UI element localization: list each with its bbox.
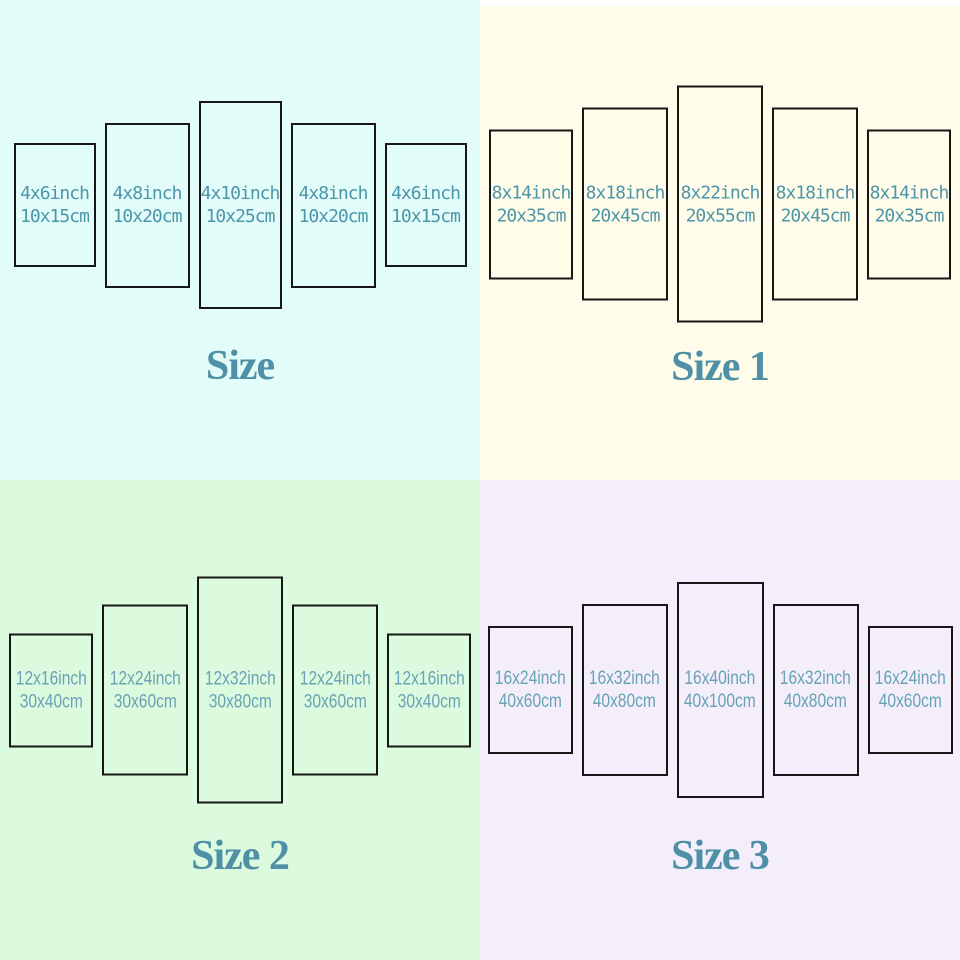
panel-cm-text: 40x80cm <box>592 691 657 712</box>
panel-cm-text: 30x60cm <box>113 691 177 712</box>
panel-inch-text: 8x14inch <box>869 182 950 203</box>
panel-size-label: 12x24inch 30x60cm <box>299 667 370 713</box>
canvas-panel: 8x14inch 20x35cm <box>489 129 573 279</box>
panel-inch-text: 4x6inch <box>20 183 90 204</box>
quadrant-size: 4x6inch 10x15cm 4x8inch 10x20cm 4x10inch… <box>0 0 480 480</box>
panel-size-label: 12x24inch 30x60cm <box>109 667 180 713</box>
canvas-panel: 16x32inch 40x80cm <box>581 604 668 776</box>
panel-inch-text: 16x32inch <box>779 668 852 689</box>
panel-cm-text: 20x45cm <box>590 205 661 226</box>
panel-row: 16x24inch 40x60cm 16x32inch 40x80cm 16x4… <box>480 582 960 798</box>
panel-size-label: 8x18inch 20x45cm <box>585 181 666 227</box>
quadrant-size-3: 16x24inch 40x60cm 16x32inch 40x80cm 16x4… <box>480 480 960 960</box>
canvas-panel: 16x32inch 40x80cm <box>772 604 859 776</box>
panel-inch-text: 8x18inch <box>775 182 856 203</box>
panel-inch-text: 8x22inch <box>680 182 761 203</box>
panel-size-label: 8x22inch 20x55cm <box>680 181 761 227</box>
panel-inch-text: 4x10inch <box>200 183 281 204</box>
panel-size-label: 16x32inch 40x80cm <box>780 667 851 713</box>
panel-inch-text: 12x24inch <box>299 668 371 689</box>
panel-cm-text: 20x45cm <box>780 205 851 226</box>
panel-inch-text: 12x24inch <box>109 668 181 689</box>
panel-size-label: 8x14inch 20x35cm <box>869 181 950 227</box>
panel-inch-text: 16x24inch <box>874 668 946 689</box>
panel-inch-text: 4x8inch <box>112 183 183 204</box>
quadrant-size-2: 12x16inch 30x40cm 12x24inch 30x60cm 12x3… <box>0 480 480 960</box>
canvas-panel: 12x16inch 30x40cm <box>387 633 471 747</box>
panel-inch-text: 16x24inch <box>494 668 566 689</box>
panel-cm-text: 30x60cm <box>303 691 367 712</box>
panel-inch-text: 12x16inch <box>15 668 87 689</box>
canvas-panel: 16x24inch 40x60cm <box>867 626 953 754</box>
panel-inch-text: 4x8inch <box>298 183 369 204</box>
panel-cm-text: 20x55cm <box>685 205 756 226</box>
canvas-panel: 8x18inch 20x45cm <box>772 107 858 301</box>
quadrant-title: Size <box>205 343 275 389</box>
canvas-panel: 8x14inch 20x35cm <box>867 129 951 279</box>
panel-size-label: 8x14inch 20x35cm <box>491 181 572 227</box>
panel-inch-text: 8x14inch <box>491 182 572 203</box>
canvas-panel: 4x6inch 10x15cm <box>13 143 96 267</box>
panel-size-label: 4x6inch 10x15cm <box>391 182 461 228</box>
panel-cm-text: 40x60cm <box>878 691 942 712</box>
quadrant-title: Size 2 <box>191 833 290 879</box>
panel-cm-text: 40x100cm <box>684 691 756 712</box>
canvas-panel: 12x24inch 30x60cm <box>292 604 378 776</box>
panel-size-label: 4x6inch 10x15cm <box>20 182 90 228</box>
panel-cm-text: 10x20cm <box>112 206 183 227</box>
panel-size-label: 16x24inch 40x60cm <box>874 667 945 713</box>
canvas-panel: 16x24inch 40x60cm <box>487 626 573 754</box>
canvas-panel: 16x40inch 40x100cm <box>676 582 764 798</box>
quadrant-title: Size 1 <box>671 344 770 390</box>
panel-size-label: 12x16inch 30x40cm <box>15 667 86 713</box>
panel-inch-text: 12x16inch <box>393 668 465 689</box>
canvas-panel: 4x8inch 10x20cm <box>104 122 190 288</box>
panel-inch-text: 4x6inch <box>391 183 461 204</box>
panel-row: 8x14inch 20x35cm 8x18inch 20x45cm 8x22in… <box>480 85 960 323</box>
canvas-panel: 12x24inch 30x60cm <box>102 604 188 776</box>
panel-cm-text: 10x15cm <box>20 206 90 227</box>
canvas-panel: 4x10inch 10x25cm <box>198 101 282 309</box>
panel-size-label: 4x10inch 10x25cm <box>200 182 281 228</box>
panel-cm-text: 30x40cm <box>19 691 83 712</box>
panel-cm-text: 20x35cm <box>496 205 567 226</box>
panel-cm-text: 30x40cm <box>397 691 461 712</box>
canvas-panel: 4x6inch 10x15cm <box>384 143 467 267</box>
panel-cm-text: 40x80cm <box>783 691 848 712</box>
panel-size-label: 16x32inch 40x80cm <box>589 667 660 713</box>
panel-inch-text: 12x32inch <box>204 668 276 689</box>
panel-inch-text: 16x32inch <box>588 668 661 689</box>
panel-row: 12x16inch 30x40cm 12x24inch 30x60cm 12x3… <box>0 576 480 804</box>
panel-inch-text: 8x18inch <box>585 182 666 203</box>
panel-cm-text: 30x80cm <box>208 691 272 712</box>
panel-cm-text: 10x20cm <box>298 206 369 227</box>
top-white-strip <box>480 0 960 6</box>
panel-cm-text: 40x60cm <box>498 691 562 712</box>
canvas-panel: 12x32inch 30x80cm <box>197 576 283 804</box>
canvas-panel: 8x18inch 20x45cm <box>582 107 668 301</box>
panel-size-label: 12x16inch 30x40cm <box>393 667 464 713</box>
panel-cm-text: 10x15cm <box>391 206 461 227</box>
quadrant-size-1: 8x14inch 20x35cm 8x18inch 20x45cm 8x22in… <box>480 0 960 480</box>
panel-size-label: 4x8inch 10x20cm <box>112 182 183 228</box>
panel-row: 4x6inch 10x15cm 4x8inch 10x20cm 4x10inch… <box>0 101 480 309</box>
panel-size-label: 4x8inch 10x20cm <box>298 182 369 228</box>
panel-size-label: 16x40inch 40x100cm <box>684 667 756 713</box>
panel-size-label: 12x32inch 30x80cm <box>204 667 275 713</box>
canvas-panel: 8x22inch 20x55cm <box>677 85 763 323</box>
panel-inch-text: 16x40inch <box>684 668 756 689</box>
panel-cm-text: 10x25cm <box>205 206 276 227</box>
panel-size-label: 8x18inch 20x45cm <box>775 181 856 227</box>
panel-size-label: 16x24inch 40x60cm <box>494 667 565 713</box>
panel-cm-text: 20x35cm <box>874 205 945 226</box>
canvas-panel: 4x8inch 10x20cm <box>290 122 376 288</box>
quadrant-title: Size 3 <box>671 833 770 879</box>
canvas-panel: 12x16inch 30x40cm <box>9 633 93 747</box>
